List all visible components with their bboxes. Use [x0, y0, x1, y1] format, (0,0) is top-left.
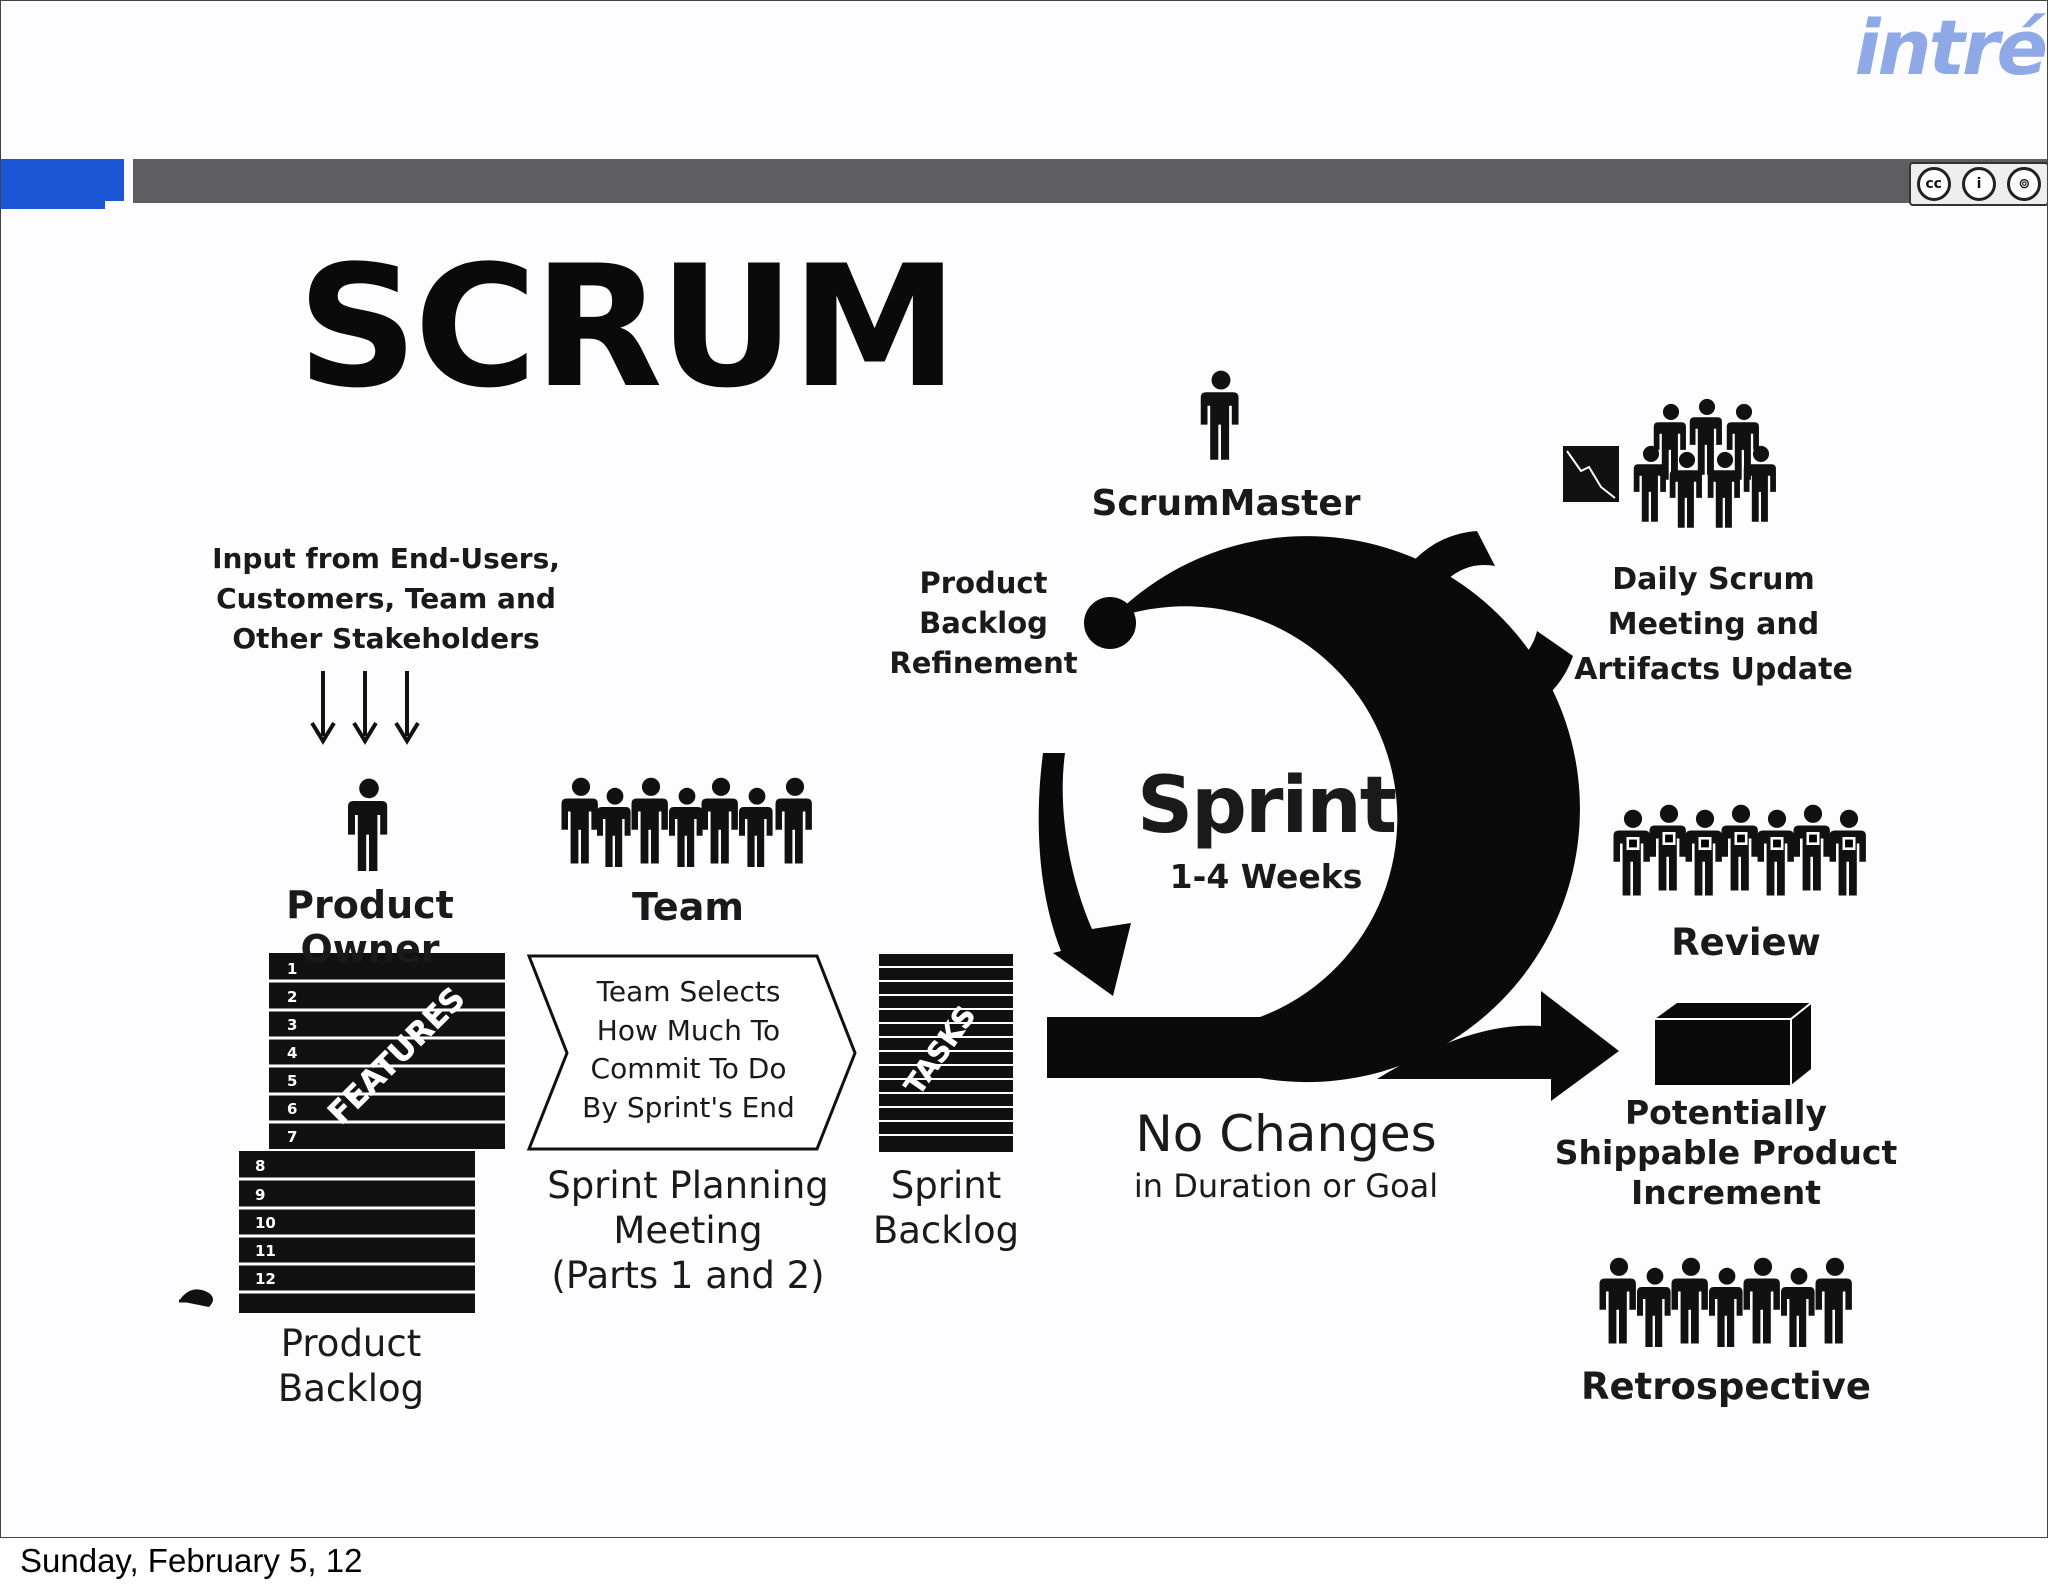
backlog-item-number: 7	[287, 1128, 297, 1146]
slide: intré cc i ⊚ SCRUM	[0, 0, 2048, 1538]
backlog-item-number: 1	[287, 960, 297, 978]
backlog-refinement-label: Product Backlog Refinement	[889, 566, 1078, 680]
blue-header-tab	[1, 159, 124, 209]
diagram-title: SCRUM	[297, 229, 958, 425]
no-changes-subtitle: in Duration or Goal	[1133, 1167, 1439, 1205]
sprint-backlog-label: Sprint Backlog	[872, 1164, 1020, 1252]
creative-commons-badge: cc i ⊚	[1909, 162, 2047, 206]
sprint-duration: 1-4 Weeks	[1169, 857, 1363, 896]
intre-logo: intré	[1854, 3, 2047, 92]
backlog-item-number: 4	[287, 1044, 297, 1062]
product-backlog-label: Product Backlog	[277, 1322, 425, 1410]
review-label: Review	[1671, 921, 1821, 964]
input-label: Input from End-Users, Customers, Team an…	[212, 542, 560, 655]
team-label: Team	[632, 885, 744, 929]
team-figures	[561, 777, 812, 867]
retrospective-label: Retrospective	[1580, 1365, 1872, 1408]
sprint-title: Sprint	[1136, 761, 1397, 851]
increment-label: Potentially Shippable Product Increment	[1554, 1093, 1898, 1212]
product-backlog-stack: 1 2 3 4 5 6 7 8 9 10 11 12 FEATURES	[179, 953, 505, 1313]
planning-chevron	[526, 954, 857, 1151]
scrum-diagram: 1 2 3 4 5 6 7 8 9 10 11 12 FEATURES	[179, 370, 1866, 1347]
review-figures	[1613, 804, 1866, 896]
daily-scrum-label: Daily Scrum Meeting and Artifacts Update	[1574, 562, 1853, 687]
backlog-item-number: 10	[255, 1214, 276, 1232]
sprint-cycle	[1038, 531, 1619, 1101]
header-bar	[133, 159, 2047, 203]
blue-tab-notch	[105, 201, 125, 211]
cc-icon: cc	[1916, 167, 1951, 201]
sprint-planning-label: Sprint Planning Meeting (Parts 1 and 2)	[547, 1164, 829, 1297]
footer-date: Sunday, February 5, 12	[20, 1542, 363, 1579]
backlog-item-number: 12	[255, 1270, 276, 1288]
backlog-item-number: 11	[255, 1242, 276, 1260]
product-owner-figure	[348, 778, 388, 871]
backlog-item-number: 2	[287, 988, 297, 1006]
daily-scrum-team-figures	[1633, 398, 1776, 528]
backlog-item-number: 8	[255, 1157, 265, 1175]
attribution-icon: i	[1961, 167, 1996, 201]
backlog-item-number: 6	[287, 1100, 297, 1118]
scrum-master-figure	[1200, 370, 1239, 460]
backlog-item-number: 9	[255, 1186, 265, 1204]
daily-scrum-icon	[1563, 446, 1619, 502]
planning-box-text: Team Selects How Much To Commit To Do By…	[582, 975, 795, 1124]
input-arrows	[310, 671, 420, 745]
product-owner-label: Product Owner	[286, 883, 454, 971]
increment-box	[1655, 1002, 1812, 1085]
no-changes-label: No Changes	[1135, 1105, 1437, 1163]
retrospective-figures	[1599, 1257, 1852, 1347]
backlog-item-number: 3	[287, 1016, 297, 1034]
scrum-master-label: ScrumMaster	[1091, 483, 1361, 524]
backlog-item-number: 5	[287, 1072, 297, 1090]
sprint-backlog-stack: TASKS	[879, 954, 1013, 1152]
share-alike-icon: ⊚	[2007, 167, 2042, 201]
